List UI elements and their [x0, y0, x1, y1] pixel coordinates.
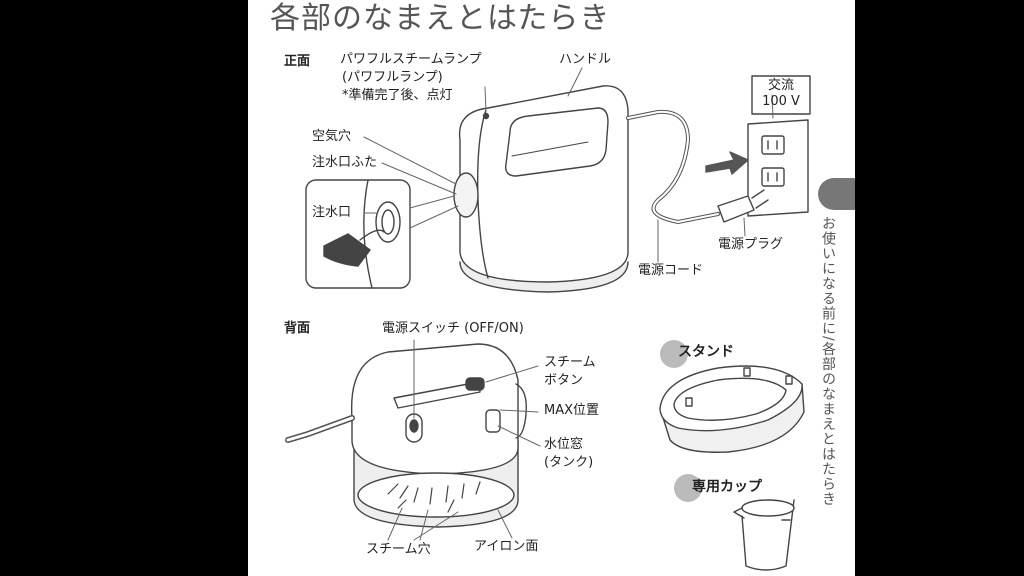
- plug-drawing: [705, 151, 769, 223]
- label-steam-button-2: ボタン: [544, 373, 584, 388]
- back-steamer-drawing: [285, 343, 527, 528]
- label-stand: スタンド: [678, 344, 734, 360]
- section-tab: [818, 178, 855, 210]
- label-air-hole: 空気穴: [312, 129, 352, 144]
- diagram-artwork: [285, 67, 811, 571]
- stand-drawing: [659, 365, 805, 453]
- back-heading: 背面: [284, 321, 311, 336]
- label-steam-lamp-alt: (パワフルランプ): [342, 70, 443, 85]
- label-cup: 専用カップ: [692, 479, 762, 495]
- label-power-switch: 電源スイッチ (OFF/ON): [382, 321, 524, 336]
- cup-label-marker: [674, 474, 702, 502]
- label-iron-surface: アイロン面: [474, 539, 539, 554]
- label-power-plug: 電源プラグ: [718, 237, 784, 252]
- label-max-position: MAX位置: [544, 403, 600, 418]
- label-water-window-1: 水位窓: [544, 437, 584, 452]
- manual-page: 各部のなまえとはたらき: [248, 0, 855, 576]
- label-steam-lamp: パワフルスチームランプ: [340, 52, 482, 67]
- side-section-text: お使いになる前に/各部のなまえとはたらき: [820, 216, 836, 507]
- label-water-inlet: 注水口: [312, 205, 352, 220]
- front-steamer-drawing: [453, 85, 720, 293]
- cup-drawing: [733, 499, 795, 571]
- back-leader-lines: [387, 339, 541, 541]
- water-inlet-inset: [305, 179, 411, 289]
- stand-label-marker: [660, 340, 688, 368]
- label-steam-holes: スチーム穴: [366, 542, 431, 557]
- label-lamp-note: *準備完了後、点灯: [342, 88, 453, 103]
- outlet-voltage-label: 交流 100 V: [753, 78, 809, 111]
- label-handle: ハンドル: [559, 52, 612, 67]
- page-title: 各部のなまえとはたらき: [270, 1, 611, 36]
- front-leader-lines: [363, 67, 774, 263]
- outlet-line2: 100 V: [762, 94, 800, 110]
- label-water-window-2: (タンク): [544, 455, 594, 470]
- front-heading: 正面: [284, 54, 311, 69]
- label-power-cord: 電源コード: [638, 263, 704, 278]
- label-steam-button-1: スチーム: [544, 355, 596, 370]
- label-water-cap: 注水口ふた: [312, 155, 378, 170]
- outlet-drawing: [747, 75, 811, 217]
- outlet-line1: 交流: [767, 78, 794, 93]
